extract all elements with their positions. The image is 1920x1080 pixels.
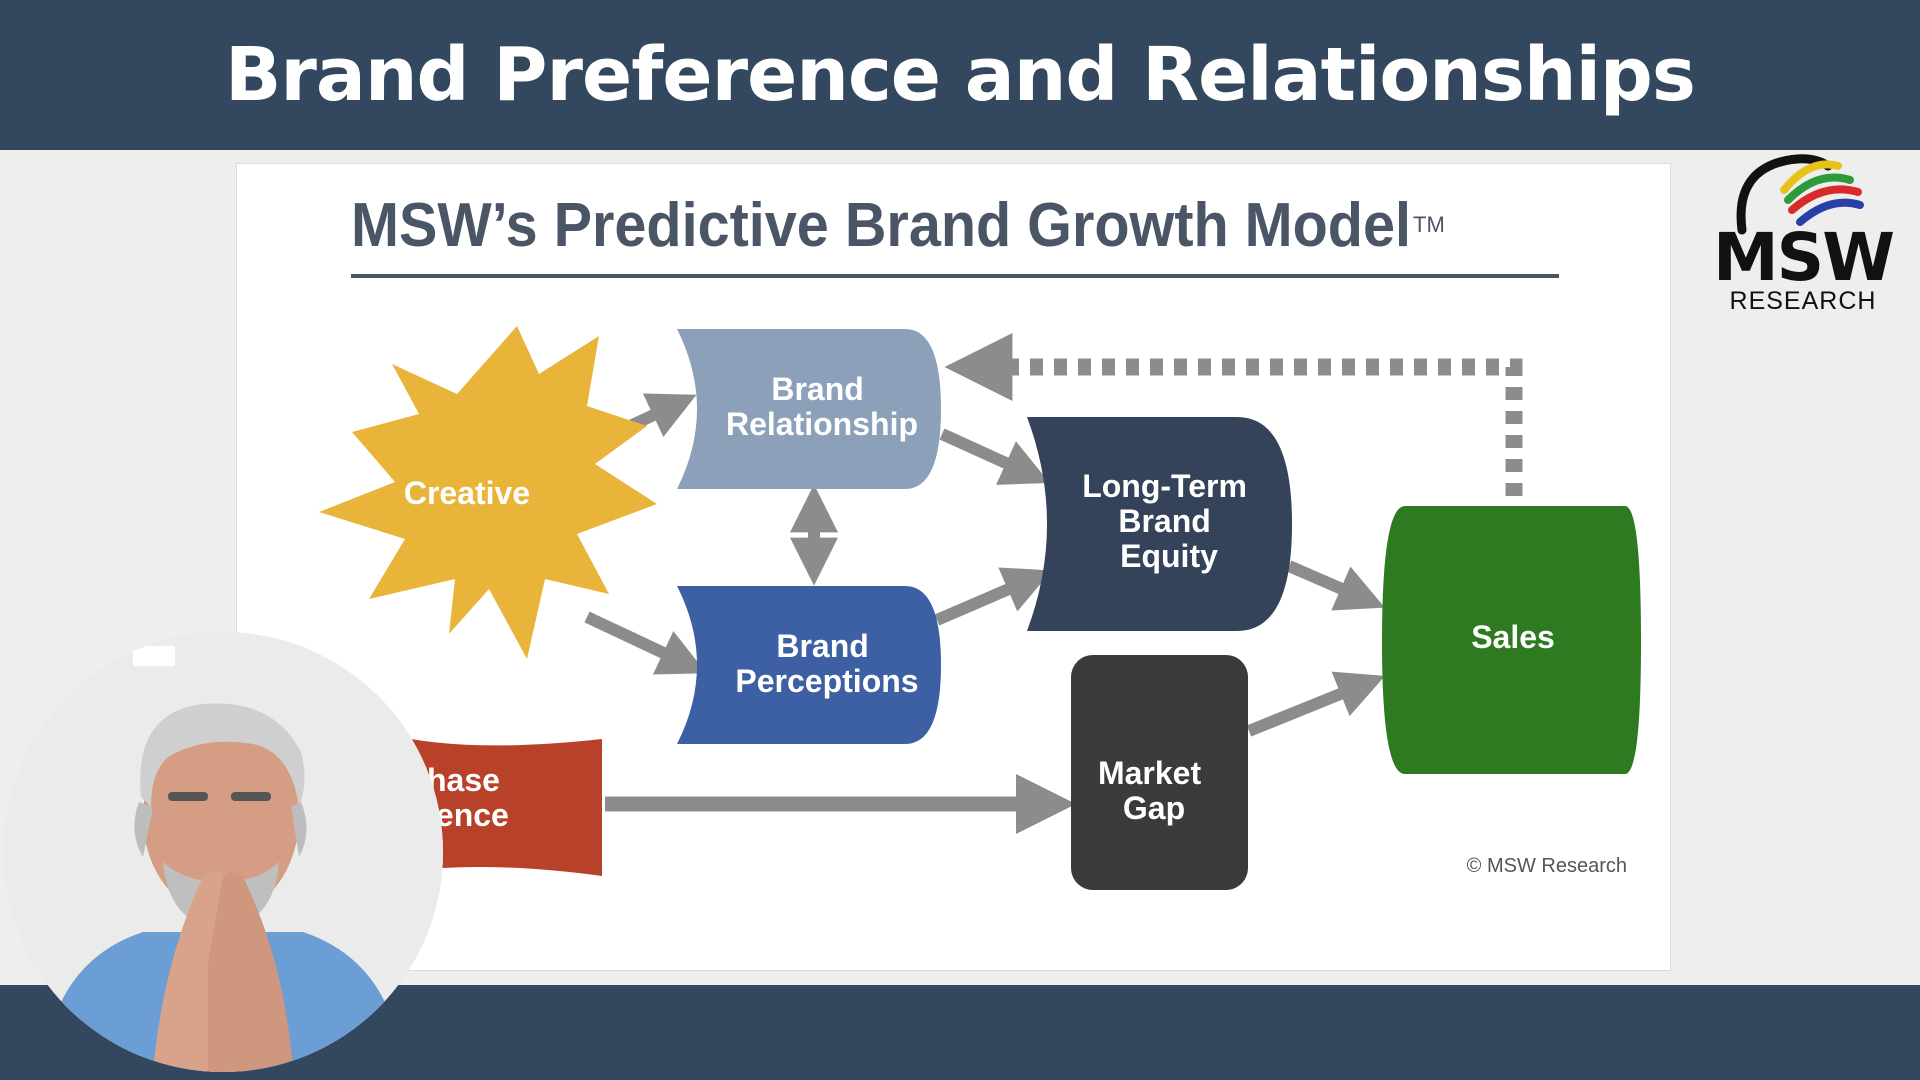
long-term-brand-equity-shape bbox=[1027, 417, 1292, 631]
arrow-equity-to-sales bbox=[1286, 560, 1385, 611]
trademark-mark: TM bbox=[1413, 212, 1445, 237]
arrow-sales-feedback-dotted bbox=[944, 333, 1523, 496]
title-underline bbox=[351, 274, 1559, 278]
sales-shape bbox=[1382, 506, 1641, 774]
creative-label: Creative bbox=[404, 475, 530, 511]
presenter-image bbox=[3, 632, 443, 1072]
market-gap-label: Market Gap bbox=[1098, 755, 1210, 826]
copyright-text: © MSW Research bbox=[1467, 855, 1627, 877]
logo-name: MSW bbox=[1712, 219, 1895, 296]
logo-subtitle: RESEARCH bbox=[1729, 287, 1877, 315]
brand-relationship-label: Brand Relationship bbox=[726, 371, 918, 442]
slide-image: MSW’s Predictive Brand Growth Model TM C… bbox=[236, 163, 1671, 971]
creative-starburst bbox=[319, 326, 657, 659]
logo-swoosh-icon bbox=[1736, 154, 1864, 235]
brand-relationship-shape bbox=[677, 329, 941, 489]
brand-perceptions-shape bbox=[677, 586, 941, 744]
msw-logo: MSW RESEARCH bbox=[1700, 150, 1905, 320]
brand-perceptions-label: Brand Perceptions bbox=[735, 628, 918, 699]
slide-title: MSW’s Predictive Brand Growth Model bbox=[351, 191, 1411, 260]
presenter-webcam bbox=[3, 632, 443, 1072]
long-term-brand-equity-label: Long-Term Brand Equity bbox=[1082, 468, 1256, 574]
arrow-gap-to-sales bbox=[1246, 671, 1386, 737]
header-bar: Brand Preference and Relationships bbox=[0, 0, 1920, 150]
arrow-relationship-to-equity bbox=[939, 428, 1050, 485]
sales-label: Sales bbox=[1471, 619, 1555, 655]
arrow-perceptions-to-equity bbox=[934, 567, 1052, 626]
diagram-canvas: MSW’s Predictive Brand Growth Model TM C… bbox=[319, 191, 1641, 890]
arrow-creative-to-perceptions bbox=[584, 611, 707, 675]
page-title: Brand Preference and Relationships bbox=[225, 32, 1696, 118]
market-gap-shape bbox=[1071, 655, 1248, 890]
